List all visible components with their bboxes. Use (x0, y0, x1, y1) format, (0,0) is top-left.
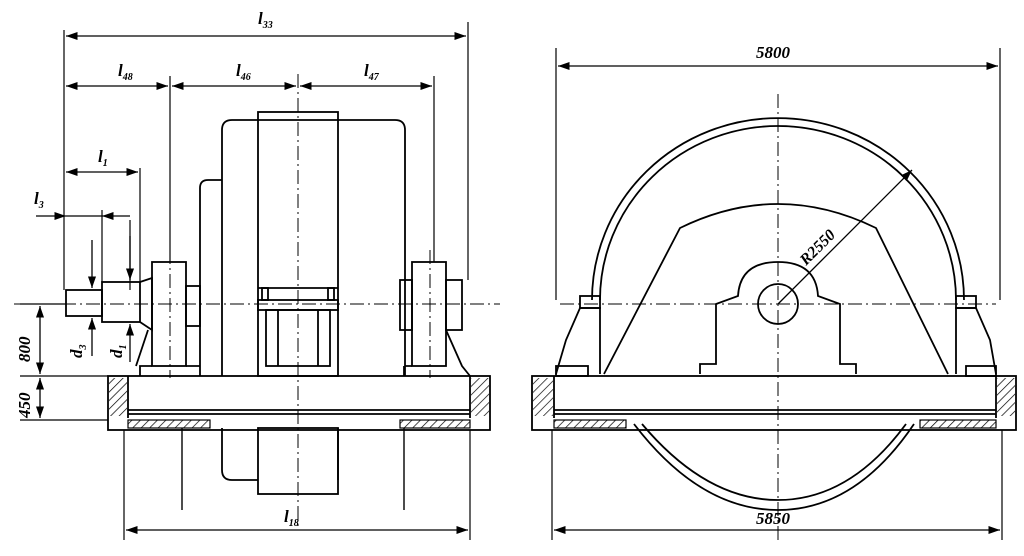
left-view-centerlines (14, 74, 500, 530)
inner-ramp (603, 203, 949, 375)
right-base-hatch-left (533, 378, 553, 416)
right-base-bottom-hatch-left (553, 419, 627, 429)
left-view-dimensions (35, 31, 468, 535)
shaft-end (65, 289, 103, 317)
label-l47: l47 (364, 61, 380, 83)
label-l3: l3 (34, 189, 44, 211)
right-base-hatch-right (997, 378, 1015, 416)
label-d3: d3 (67, 345, 89, 359)
drum-lower-arc (633, 423, 915, 511)
label-5850: 5850 (756, 509, 791, 528)
right-base-bottom-hatch-right (919, 419, 997, 429)
base-hatch-right (471, 378, 489, 416)
label-l33: l33 (258, 9, 273, 31)
label-radius: R2550 (796, 227, 839, 270)
left-bearing (151, 261, 187, 367)
label-l48: l48 (118, 61, 133, 83)
base-bottom-hatch-left (127, 419, 211, 429)
label-l18: l18 (284, 507, 299, 529)
left-view (20, 22, 491, 540)
radius-leader (777, 169, 913, 305)
label-800: 800 (15, 336, 34, 362)
label-l1: l1 (98, 147, 108, 169)
housing-outline (221, 119, 406, 376)
right-view-dimensions (554, 61, 1000, 535)
base-hatch-left (109, 378, 127, 416)
right-view-centerlines (560, 94, 996, 540)
right-base-block (531, 375, 1017, 431)
label-d1: d1 (107, 345, 129, 359)
label-5800: 5800 (756, 43, 791, 62)
shaft-step (101, 281, 141, 323)
base-bottom-hatch-right (399, 419, 471, 429)
label-l46: l46 (236, 61, 251, 83)
label-450: 450 (15, 392, 34, 419)
right-bearing (411, 261, 447, 367)
right-view (531, 48, 1017, 540)
